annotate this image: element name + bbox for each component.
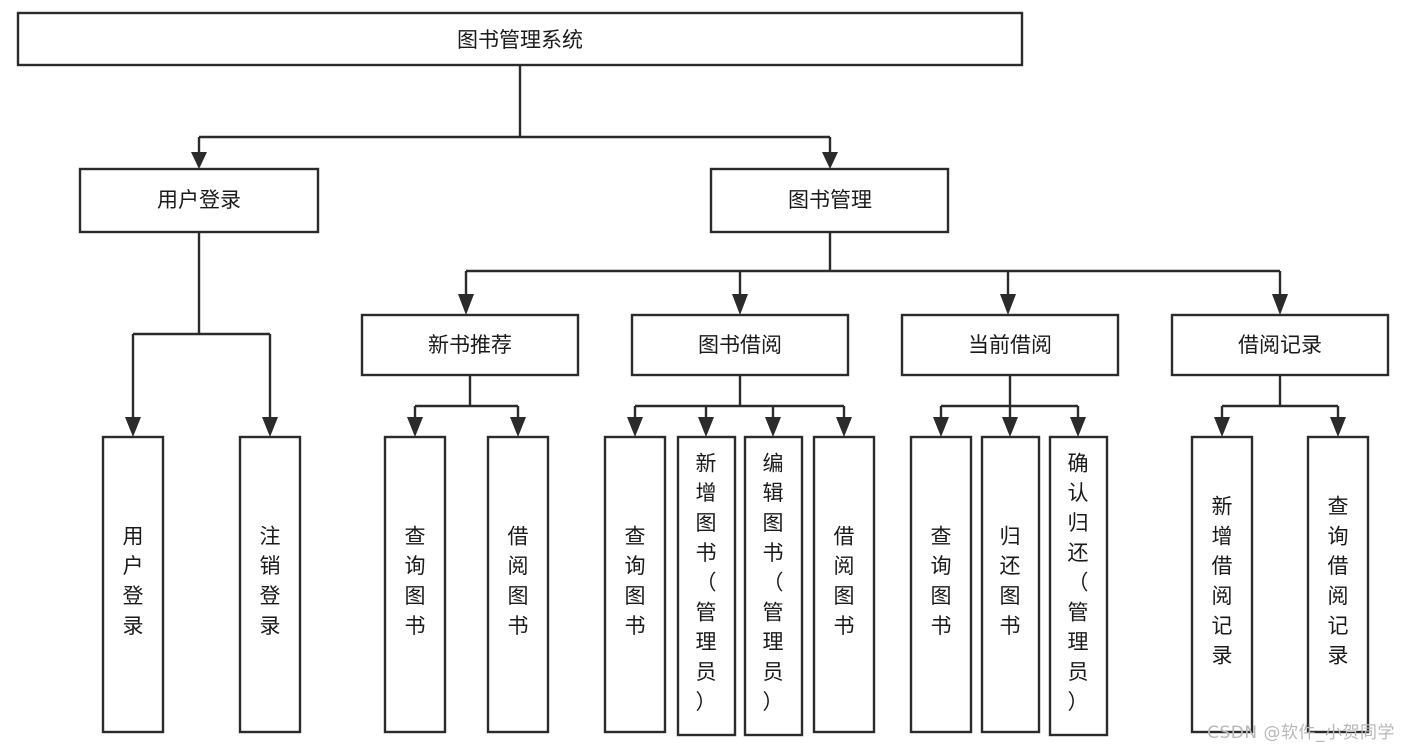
node-leaf-borrow-book-2-label: 借阅图书 [834,524,855,637]
node-book-management[interactable]: 图书管理 [709,167,950,234]
arrow-head-leaf-add-book [698,417,714,437]
node-leaf-confirm-return[interactable]: 确认归还（管理员） [1048,435,1109,737]
arrow-head-leaf-edit-book [765,417,781,437]
node-book-management-label: 图书管理 [788,188,872,212]
arrow-head-leaf-query-record [1330,417,1346,437]
node-leaf-return-book[interactable]: 归还图书 [980,435,1041,734]
node-leaf-user-login-label: 用户登录 [123,524,144,637]
node-root-box[interactable] [16,11,1024,67]
arrow-head-leaf-query-book-3 [933,417,949,437]
node-leaf-borrow-book-1-box[interactable] [486,435,550,734]
node-leaf-confirm-return-box[interactable] [1048,435,1109,737]
node-leaf-edit-book-box[interactable] [743,435,804,737]
arrow-head-new-book-recommend [458,294,474,315]
node-new-book-recommend[interactable]: 新书推荐 [360,313,580,377]
node-leaf-query-book-1[interactable]: 查询图书 [383,435,447,734]
node-leaf-edit-book-label: 编辑图书（管理员） [763,451,784,714]
node-leaf-borrow-book-1[interactable]: 借阅图书 [486,435,550,734]
node-leaf-edit-book[interactable]: 编辑图书（管理员） [743,435,804,737]
arrow-head-borrow-record [1272,294,1288,315]
node-leaf-query-book-2-box[interactable] [603,435,667,734]
node-leaf-return-book-box[interactable] [980,435,1041,734]
arrow-head-leaf-query-book-2 [627,417,643,437]
node-new-book-recommend-label: 新书推荐 [428,333,512,357]
node-leaf-add-book[interactable]: 新增图书（管理员） [676,435,737,737]
node-book-management-box[interactable] [709,167,950,234]
node-borrow-record-box[interactable] [1170,313,1390,377]
node-user-login-box[interactable] [78,167,320,234]
arrow-head-book-borrow [732,294,748,315]
node-leaf-query-book-2[interactable]: 查询图书 [603,435,667,734]
arrow-head-leaf-query-book-1 [407,417,423,437]
node-leaf-add-record-label: 新增借阅记录 [1212,495,1233,668]
connector-layer [125,65,1346,437]
arrow-head-leaf-confirm-return [1070,417,1086,437]
node-leaf-confirm-return-label: 确认归还（管理员） [1068,451,1089,714]
node-leaf-query-record-label: 查询借阅记录 [1328,495,1349,668]
node-leaf-borrow-book-1-label: 借阅图书 [508,524,529,637]
node-leaf-user-login-box[interactable] [101,435,165,734]
node-leaf-user-login[interactable]: 用户登录 [101,435,165,734]
node-leaf-query-record-box[interactable] [1306,435,1370,734]
node-current-borrow-label: 当前借阅 [968,333,1052,357]
node-leaf-query-book-1-box[interactable] [383,435,447,734]
arrow-head-user-login [191,152,207,169]
node-leaf-add-book-box[interactable] [676,435,737,737]
node-root-label: 图书管理系统 [457,28,583,52]
arrow-head-book-management [822,152,838,169]
node-root[interactable]: 图书管理系统 [16,11,1024,67]
node-book-borrow-box[interactable] [630,313,850,377]
node-leaf-borrow-book-2-box[interactable] [812,435,876,734]
node-leaf-add-book-label: 新增图书（管理员） [696,451,717,714]
node-leaf-logout-login-box[interactable] [238,435,302,734]
arrow-head-leaf-user-login [125,417,141,437]
node-book-borrow-label: 图书借阅 [698,333,782,357]
node-leaf-query-book-2-label: 查询图书 [625,524,646,637]
node-leaf-borrow-book-2[interactable]: 借阅图书 [812,435,876,734]
node-leaf-logout-login[interactable]: 注销登录 [238,435,302,734]
arrow-head-leaf-borrow-book-1 [510,417,526,437]
node-leaf-query-book-3-box[interactable] [909,435,973,734]
node-new-book-recommend-box[interactable] [360,313,580,377]
arrow-head-leaf-logout-login [262,417,278,437]
arrow-head-leaf-borrow-book-2 [836,417,852,437]
arrow-head-leaf-add-record [1214,417,1230,437]
node-borrow-record[interactable]: 借阅记录 [1170,313,1390,377]
node-leaf-query-book-3[interactable]: 查询图书 [909,435,973,734]
node-current-borrow-box[interactable] [900,313,1120,377]
node-user-login[interactable]: 用户登录 [78,167,320,234]
node-leaf-add-record-box[interactable] [1190,435,1254,734]
node-current-borrow[interactable]: 当前借阅 [900,313,1120,377]
node-borrow-record-label: 借阅记录 [1238,333,1322,357]
node-book-borrow[interactable]: 图书借阅 [630,313,850,377]
node-leaf-query-record[interactable]: 查询借阅记录 [1306,435,1370,734]
node-leaf-query-book-1-label: 查询图书 [405,524,426,637]
node-leaf-return-book-label: 归还图书 [1000,524,1021,637]
node-leaf-query-book-3-label: 查询图书 [931,524,952,637]
node-leaf-logout-login-label: 注销登录 [260,524,281,637]
node-user-login-label: 用户登录 [157,188,241,212]
arrow-head-leaf-return-book [1002,417,1018,437]
csdn-watermark: CSDN @软件_小贺同学 [1207,723,1395,743]
arrow-head-current-borrow [1000,294,1016,315]
node-leaf-add-record[interactable]: 新增借阅记录 [1190,435,1254,734]
